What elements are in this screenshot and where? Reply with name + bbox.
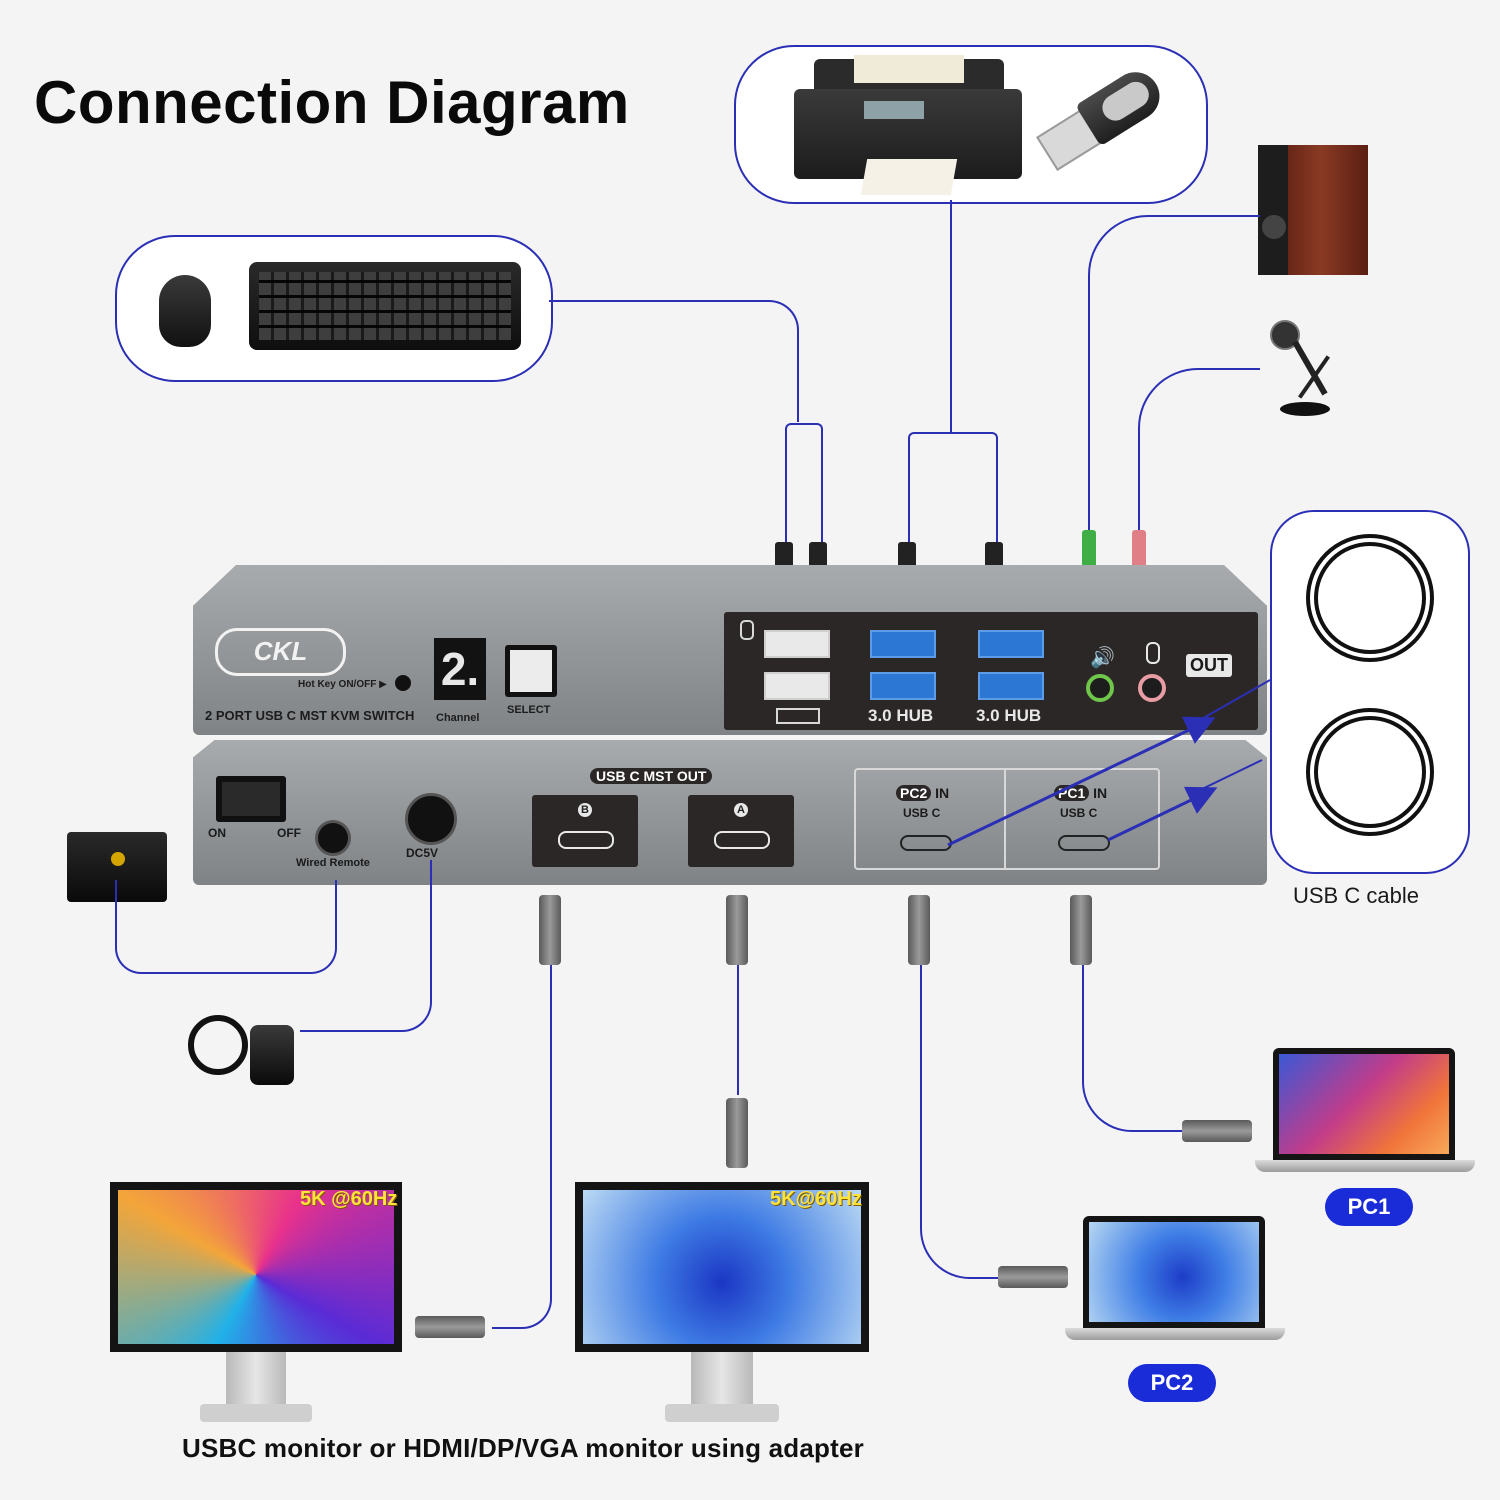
monitor-2-resolution: 5K@60Hz [770,1188,862,1210]
microphone-icon [1262,312,1342,417]
dc-jack [405,793,457,845]
arrow-pc2 [947,716,1216,847]
usbc-plug-monitor-a-end [726,1098,748,1168]
audio-out-jack [1086,674,1114,702]
pc2-usbc-label: USB C [903,806,941,820]
arrow-pc1-tail [1199,759,1263,791]
usb3-port-1 [870,630,936,658]
usb3-port-4 [978,672,1044,700]
hotkey-label: Hot Key ON/OFF ▶ [298,679,387,690]
wire-power [300,860,432,1032]
usbc-plug-pc2-end [998,1266,1068,1288]
channel-label: Channel [436,712,480,724]
usb3-port-3 [978,630,1044,658]
peripheral-box-keyboard-mouse [115,235,553,382]
select-button[interactable] [505,645,557,697]
power-on-label: ON [208,826,226,840]
mouse-port-icon [740,620,754,640]
wire-pc1 [1082,965,1184,1132]
out-label: OUT [1186,654,1232,677]
pc1-in-text: IN [1093,785,1108,801]
usbc-plug-monitor-a [726,895,748,965]
usb-port-kb-2 [764,672,830,700]
wire-printer [950,200,954,432]
mst-out-port-a: A [688,795,794,867]
wire-printer-split [908,432,998,546]
mst-out-port-b: B [532,795,638,867]
speaker-port-icon: 🔊 [1090,647,1115,669]
hotkey-led [395,675,411,691]
wired-remote-jack [315,820,351,856]
brand-logo: CKL [215,628,346,676]
pc2-badge: PC2 [896,785,932,801]
power-switch[interactable] [216,776,286,822]
usbc-plug-pc1-end [1182,1120,1252,1142]
usbc-plug-pc1 [1070,895,1092,965]
wire-monitor-b [492,965,552,1329]
keyboard-icon [249,262,521,350]
usbc-cable-label: USB C cable [1293,883,1419,908]
pc1-usbc-slot [1058,835,1110,851]
mic-in-jack [1138,674,1166,702]
hub-label-1: 3.0 HUB [868,706,934,725]
pc1-pill: PC1 [1325,1188,1413,1226]
wire-remote [115,880,337,974]
usbc-cable-box [1270,510,1470,874]
peripheral-box-printer-usb [734,45,1208,204]
pc1-usbc-label: USB C [1060,806,1098,820]
wire-mic [1138,368,1260,535]
monitor-1-icon [110,1182,402,1422]
wire-monitor-a [737,965,741,1095]
monitor-caption: USBC monitor or HDMI/DP/VGA monitor usin… [182,1433,864,1463]
pc2-in-text: IN [935,785,950,801]
wire-keyboard-split [785,423,823,545]
usb3-port-2 [870,672,936,700]
keyboard-port-icon [776,708,820,724]
pc2-in-label: PC2 IN [896,785,949,801]
port-a-label: A [734,803,748,817]
monitor-2-icon [575,1182,869,1422]
laptop-pc1-icon [1255,1048,1475,1174]
monitor-1-resolution: 5K @60Hz [300,1188,398,1210]
arrow-pc2-tail [1199,679,1271,721]
usbc-slot-a [714,831,770,849]
wire-speaker [1088,215,1260,535]
arrow-pc1 [1107,786,1218,842]
select-label: SELECT [507,704,551,716]
usb-port-kb-1 [764,630,830,658]
pc-input-frame [854,768,1160,870]
usbc-plug-pc2 [908,895,930,965]
usbc-plug-monitor-b-end [415,1316,485,1338]
wire-pc2 [920,965,1002,1279]
model-label: 2 PORT USB C MST KVM SWITCH [205,708,415,723]
hub-label-2: 3.0 HUB [976,706,1042,725]
mst-out-label: USB C MST OUT [590,768,713,784]
printer-icon [794,55,1022,199]
wire-keyboard [549,300,799,422]
mic-port-icon [1146,642,1160,664]
usbc-plug-monitor-b [539,895,561,965]
pc2-pill: PC2 [1128,1364,1216,1402]
page-title: Connection Diagram [34,69,630,136]
power-off-label: OFF [277,826,301,840]
speaker-icon [1258,145,1368,275]
laptop-pc2-icon [1065,1216,1285,1342]
power-adapter-icon [188,1005,300,1095]
port-b-label: B [578,803,592,817]
channel-display: 2. [434,638,486,700]
dc-label: DC5V [406,846,439,860]
mouse-icon [159,275,211,347]
usbc-slot-b [558,831,614,849]
